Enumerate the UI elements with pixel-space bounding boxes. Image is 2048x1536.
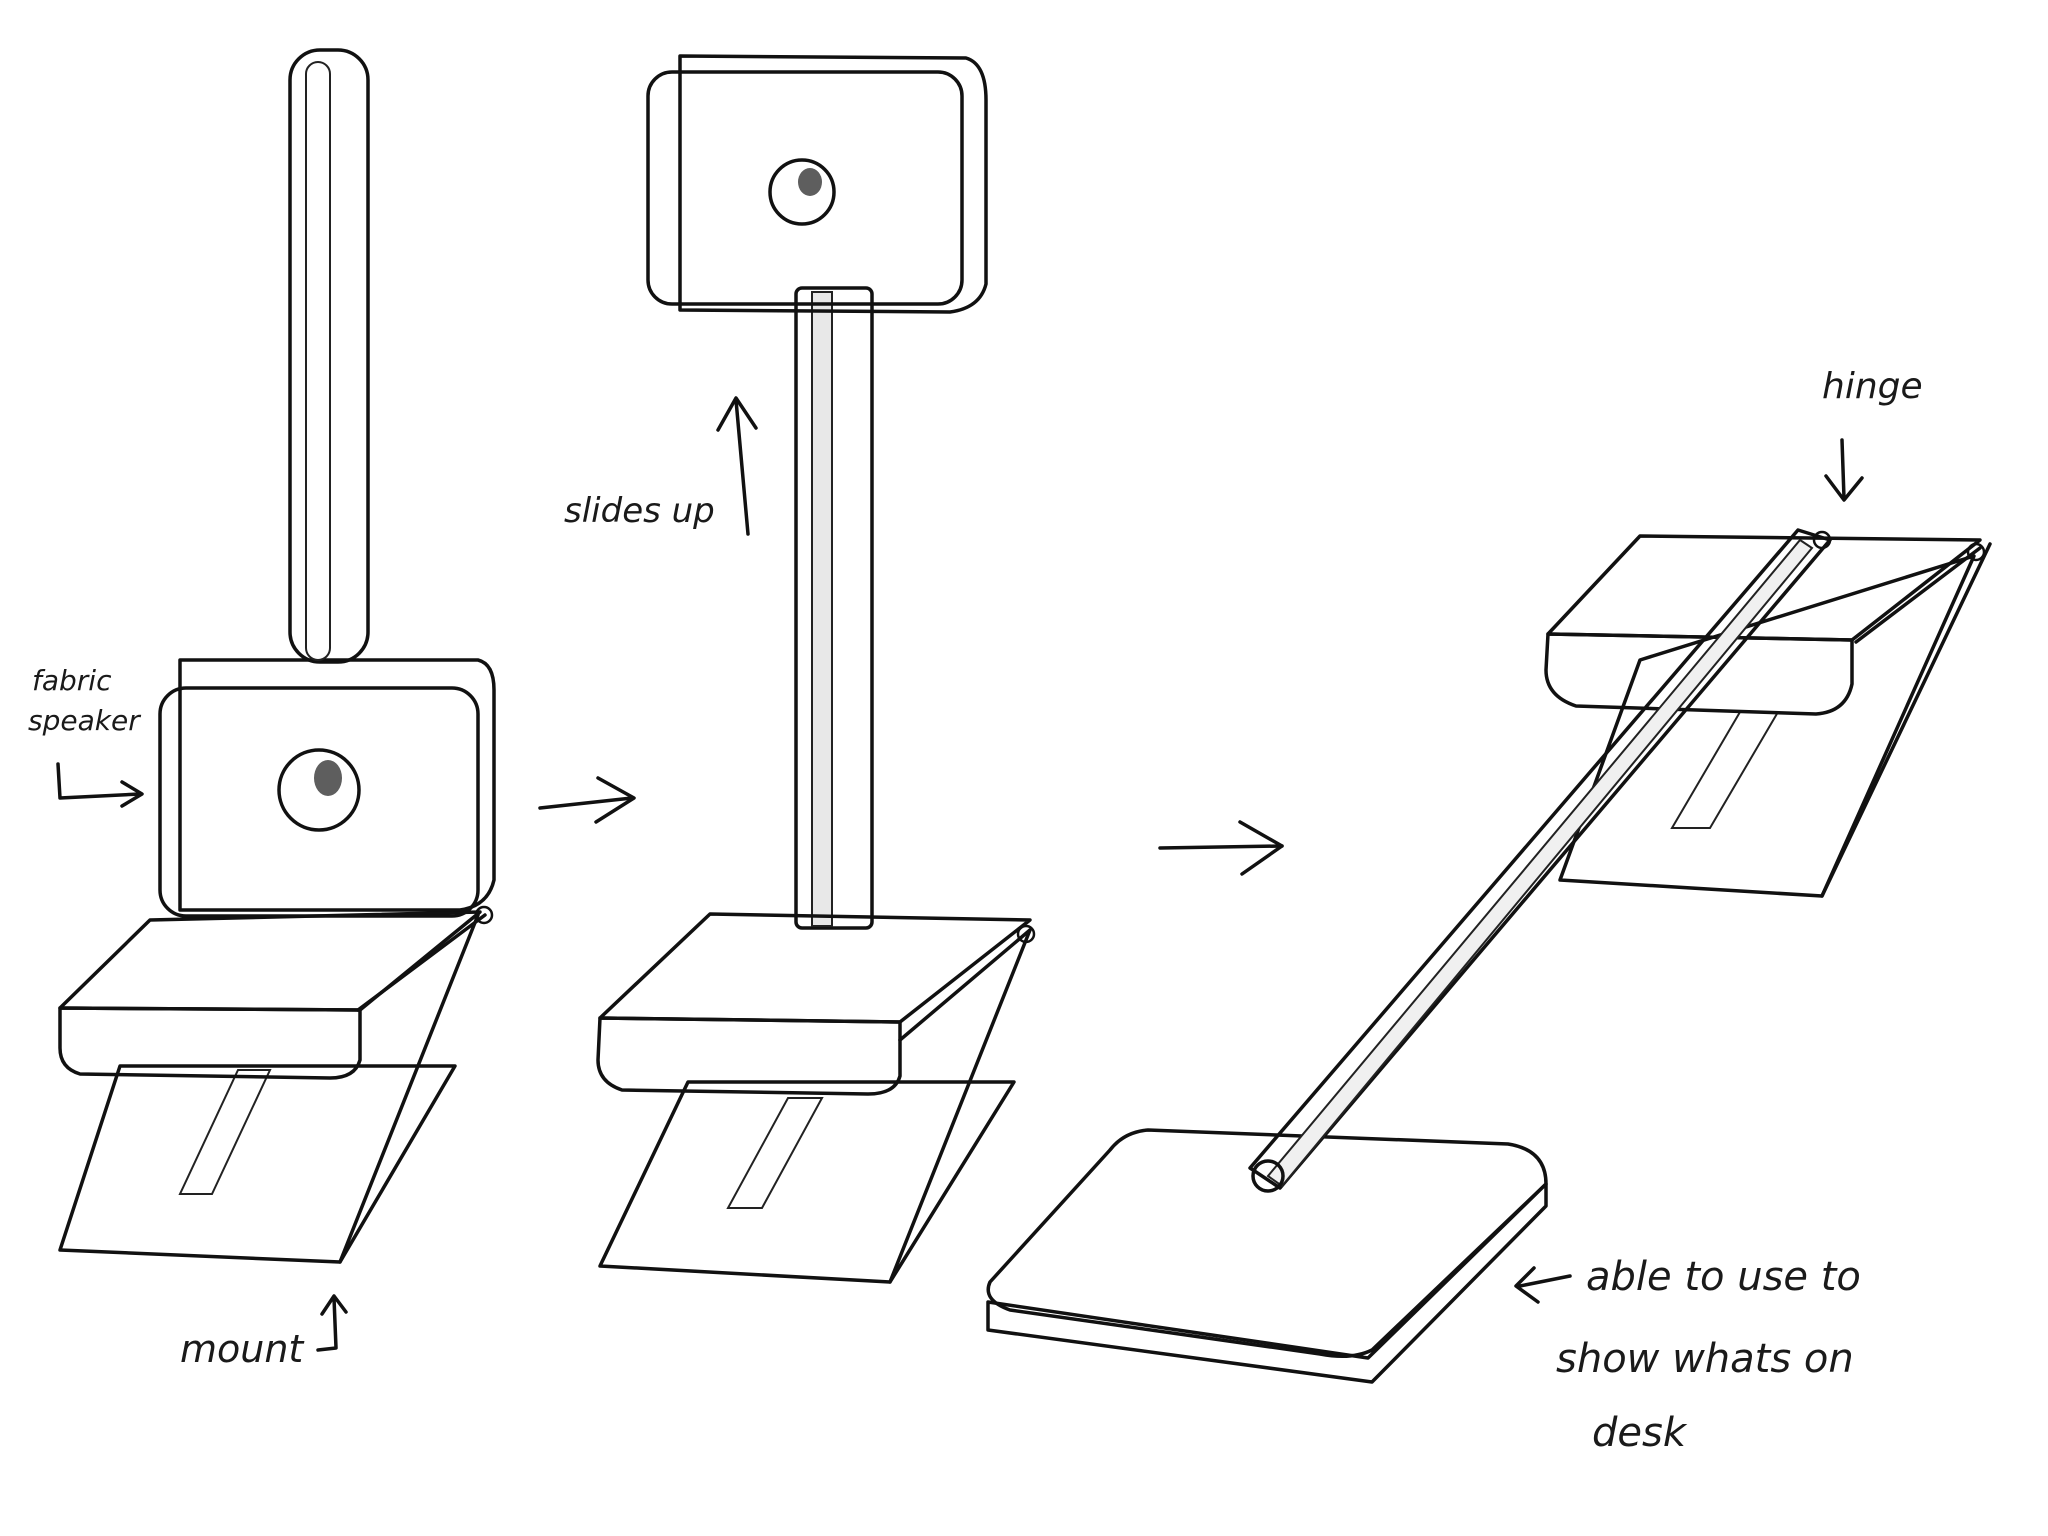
stage-2-speaker-driver-shine xyxy=(798,168,822,196)
stage-2-mount-slot xyxy=(726,1097,824,1209)
stage-1-speaker-driver-shine xyxy=(314,760,342,796)
desk-note-line3: desk xyxy=(1592,1410,1688,1456)
stage-3-shelf-front xyxy=(1544,632,1854,716)
stage-3-mount-edge xyxy=(1820,542,1992,898)
stage-2-mount-edge xyxy=(888,928,1032,1284)
stage-1-mount-edge xyxy=(338,913,480,1264)
stage-1-speaker-face xyxy=(158,686,480,918)
stage-3-hinge-arm xyxy=(1854,546,1982,644)
mount-arrow xyxy=(316,1294,348,1352)
stage-2-shelf-top xyxy=(598,912,1032,1024)
slides-up-arrow xyxy=(716,396,758,536)
stage-1-pole-highlight xyxy=(305,61,331,661)
stage-3-mount-slot xyxy=(1670,711,1780,829)
stage-1-folded-speaker xyxy=(58,48,496,1264)
stage-1-pole xyxy=(288,48,370,664)
stage-2-raised-speaker xyxy=(596,54,1036,1284)
fabric-speaker-label-line2: speaker xyxy=(28,704,141,737)
desk-note-arrow xyxy=(1514,1266,1572,1304)
fabric-speaker-label-line1: fabric xyxy=(32,664,112,697)
stage-2-pole xyxy=(794,286,874,930)
desk-note-line2: show whats on xyxy=(1556,1336,1854,1382)
stage-1-shelf-front xyxy=(58,1006,362,1080)
stage-1-speaker-driver xyxy=(277,748,361,832)
slides-up-label: slides up xyxy=(564,491,715,531)
stage-3-hinge-pin xyxy=(1966,542,1986,562)
stage-2-pole-highlight xyxy=(811,291,833,927)
fabric-speaker-arrow xyxy=(56,762,144,808)
stage-2-hinge-pin xyxy=(1016,924,1036,944)
stage-2-speaker-face xyxy=(646,70,964,306)
mount-label: mount xyxy=(180,1327,305,1371)
hinge-label: hinge xyxy=(1822,366,1923,407)
stage-1-to-2-arrow xyxy=(538,776,636,824)
stage-3-pole-end-cap xyxy=(1251,1159,1285,1193)
stage-2-hinge-arm xyxy=(898,928,1032,1042)
stage-1-shelf-top xyxy=(58,910,482,1012)
stage-3-desk-base-top xyxy=(986,1128,1548,1358)
stage-2-shelf-front xyxy=(596,1016,902,1096)
stage-2-speaker-driver xyxy=(768,158,836,226)
stage-2-to-3-arrow xyxy=(1158,820,1284,876)
stage-3-hinge-top-pin xyxy=(1812,530,1832,550)
stage-2-speaker-back xyxy=(678,54,988,314)
stage-3-desk-base-side xyxy=(986,1182,1548,1384)
desk-note-line1: able to use to xyxy=(1586,1254,1861,1300)
stage-3-desk-camera xyxy=(986,528,1992,1384)
hinge-arrow xyxy=(1824,438,1864,502)
stage-1-mount-slot xyxy=(178,1069,272,1195)
stage-1-speaker-back xyxy=(178,658,496,912)
stage-3-pole-highlight xyxy=(1266,538,1814,1188)
